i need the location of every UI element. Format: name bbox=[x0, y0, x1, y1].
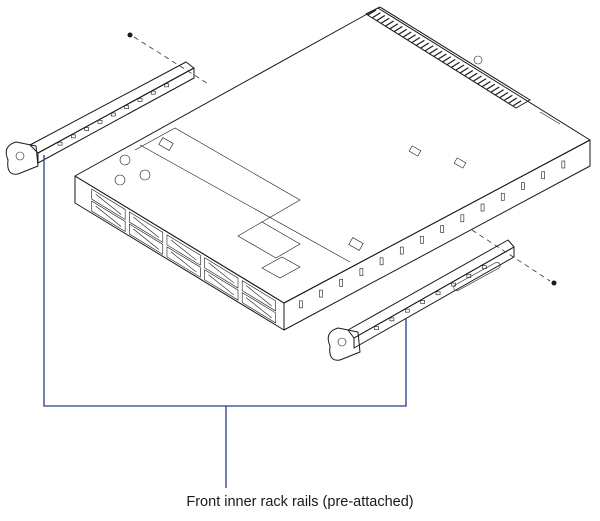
rail-slot bbox=[111, 112, 116, 117]
screw-guide-line bbox=[471, 229, 551, 282]
rail-slot bbox=[420, 300, 425, 304]
right-rack-rail bbox=[327, 239, 515, 361]
drive-bay bbox=[166, 234, 201, 266]
rail-slot bbox=[151, 90, 156, 95]
side-slot bbox=[359, 268, 364, 276]
drive-bay bbox=[166, 246, 201, 278]
rail-slot bbox=[389, 317, 395, 322]
drive-bay bbox=[241, 280, 276, 312]
figure-caption: Front inner rack rails (pre-attached) bbox=[186, 494, 414, 510]
rail-slot bbox=[97, 119, 103, 124]
left-rack-rail bbox=[5, 61, 195, 175]
side-slot bbox=[541, 171, 545, 180]
side-slot bbox=[420, 236, 424, 244]
rail-slot bbox=[451, 282, 456, 287]
drive-bay bbox=[91, 200, 126, 233]
screw-guide-line bbox=[133, 36, 211, 86]
side-slot bbox=[561, 160, 566, 169]
side-slot bbox=[460, 214, 465, 223]
drive-bay bbox=[241, 292, 276, 324]
rail-slot bbox=[404, 308, 410, 313]
rear-connector-icon bbox=[473, 55, 483, 65]
drive-bay bbox=[91, 188, 126, 221]
server-chassis bbox=[74, 7, 591, 331]
rail-slot bbox=[137, 98, 143, 102]
side-slot bbox=[399, 246, 404, 255]
chassis-side-slots bbox=[298, 160, 566, 309]
rail-slot bbox=[124, 105, 129, 110]
drive-bay bbox=[204, 269, 239, 301]
rail-slot bbox=[57, 141, 63, 146]
rear-vent-grille bbox=[365, 6, 531, 109]
screw-bottom-right-icon bbox=[551, 280, 557, 286]
side-slot bbox=[298, 300, 303, 309]
side-slot bbox=[339, 279, 343, 287]
rail-slot bbox=[164, 83, 169, 88]
rail-slot bbox=[481, 265, 487, 269]
side-slot bbox=[319, 289, 323, 298]
rail-slot bbox=[435, 291, 441, 296]
callout-bracket bbox=[43, 155, 407, 488]
rail-slot bbox=[84, 127, 89, 131]
side-slot bbox=[521, 182, 525, 190]
drive-bay-array bbox=[91, 188, 276, 324]
screw-top-left-icon bbox=[127, 32, 133, 38]
side-slot bbox=[500, 192, 505, 201]
drive-bay bbox=[204, 257, 239, 289]
drive-bay bbox=[129, 223, 164, 255]
rail-slot bbox=[71, 134, 76, 139]
side-slot bbox=[379, 257, 384, 266]
rail-slot bbox=[374, 326, 379, 330]
side-slot bbox=[480, 203, 485, 212]
rail-slot bbox=[466, 274, 472, 278]
side-slot bbox=[440, 225, 444, 233]
drive-bay bbox=[129, 211, 164, 243]
